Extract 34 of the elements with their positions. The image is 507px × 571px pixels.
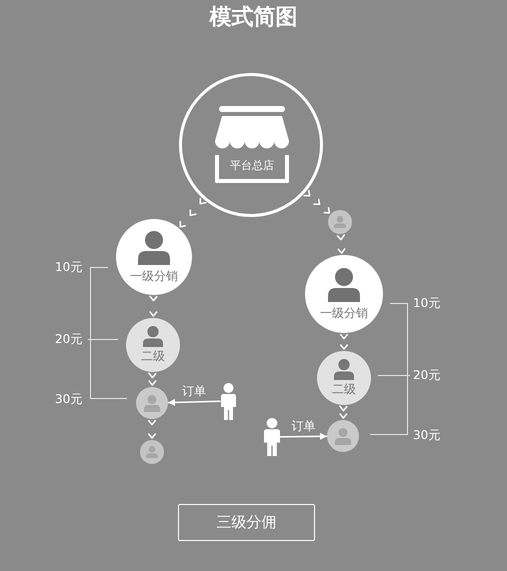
- amount-label: 30元: [55, 392, 82, 406]
- store-sign: 平台总店: [215, 155, 289, 183]
- edge-label: 订单: [181, 384, 208, 398]
- amount-label: 10元: [55, 260, 82, 274]
- chevron-arrow: [339, 404, 348, 420]
- edge-label: 订单: [290, 418, 316, 433]
- amount-label: 10元: [413, 296, 440, 310]
- chevron-arrow: [340, 332, 348, 351]
- avatar-circle: [136, 387, 168, 419]
- chevron-arrow: [303, 189, 332, 215]
- label-box: 三级分佣: [178, 504, 315, 541]
- arrow: [279, 432, 328, 440]
- avatar-circle: [140, 440, 164, 464]
- node-label: 一级分销: [130, 270, 178, 284]
- amount-label: 30元: [413, 428, 440, 442]
- arrow: [168, 398, 221, 406]
- chevron-arrow: [148, 372, 157, 388]
- title: 模式简图: [210, 4, 298, 32]
- person-icon: [220, 382, 236, 420]
- amount-label: 20元: [413, 368, 440, 382]
- chevron-arrow: [149, 294, 158, 318]
- store-circle: [179, 73, 323, 217]
- distributor-circle: [126, 318, 180, 372]
- person-icon: [264, 418, 280, 456]
- amount-label: 20元: [55, 332, 82, 346]
- node-label: 一级分销: [320, 306, 368, 320]
- chevron-arrow: [336, 234, 346, 256]
- avatar-circle: [328, 210, 352, 234]
- distributor-circle: [317, 351, 371, 405]
- chevron-arrow: [178, 197, 207, 229]
- avatar-circle: [327, 420, 359, 452]
- chevron-arrow: [148, 418, 156, 440]
- node-label: 二级: [332, 383, 356, 398]
- node-label: 二级: [141, 350, 165, 364]
